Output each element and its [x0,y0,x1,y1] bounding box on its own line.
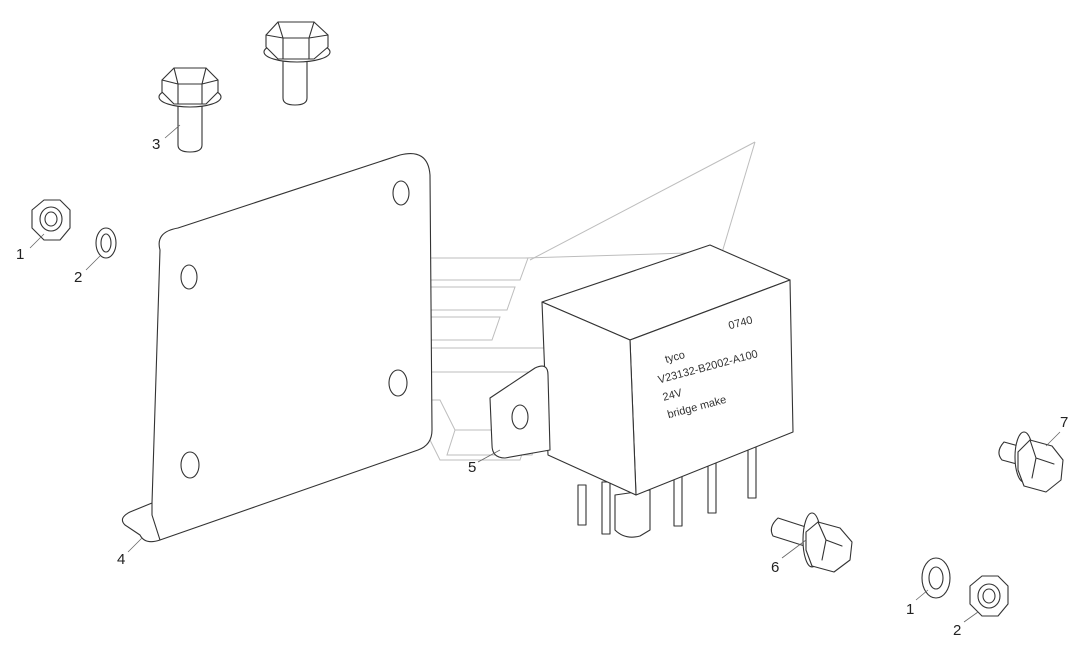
bolt-3b [263,21,331,106]
callout-4: 4 [117,551,125,568]
callout-1-right: 1 [906,601,914,618]
callout-7: 7 [1060,414,1068,431]
leader-lines [29,124,1061,623]
relay-5 [489,244,794,538]
callout-5: 5 [468,459,476,476]
bolt-3 [158,67,222,153]
nut-1-left [31,199,71,241]
bracket-4 [121,153,433,543]
callout-6: 6 [771,559,779,576]
bolt-6 [770,512,853,573]
relay-brand: tyco [664,349,687,366]
callout-2-right: 2 [953,622,961,639]
callout-3: 3 [152,136,160,153]
washer-1-right [921,557,951,599]
callout-2-left: 2 [74,269,82,286]
bolt-7 [998,431,1064,493]
washer-2-left [95,227,117,259]
callouts: 1 2 3 4 5 6 7 1 2 [16,136,1068,639]
callout-1-left: 1 [16,246,24,263]
nut-2-right [969,575,1009,617]
relay-voltage: 24V [661,387,684,404]
